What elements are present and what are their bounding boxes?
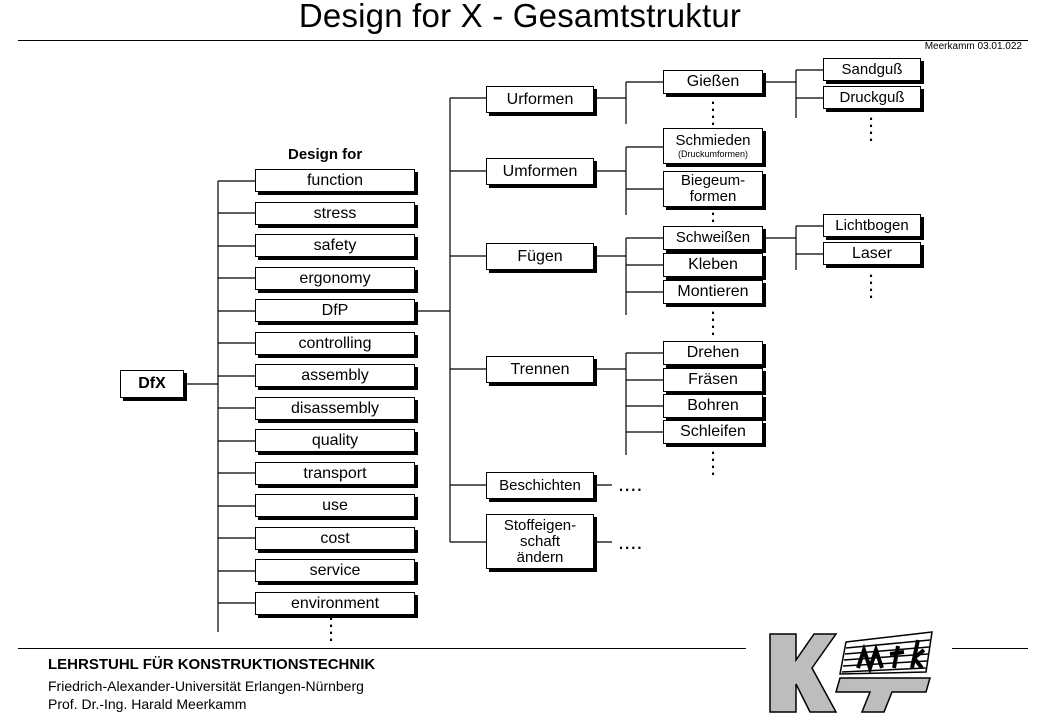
design-for-disassembly: disassembly xyxy=(255,397,415,420)
footer-university: Friedrich-Alexander-Universität Erlangen… xyxy=(48,678,364,694)
design-for-dfp: DfP xyxy=(255,299,415,322)
schmieden-label: Schmieden xyxy=(675,132,751,149)
biegeumformen-line-1: Biegeum- xyxy=(680,172,746,189)
method-drehen: Drehen xyxy=(663,341,763,365)
method-druckguss: Druckguß xyxy=(823,86,921,109)
institute-logo xyxy=(769,631,933,713)
design-for-function: function xyxy=(255,169,415,192)
document-reference: Meerkamm 03.01.022 xyxy=(924,41,1022,52)
method-giessen: Gießen xyxy=(663,70,763,94)
stoffeigenschaft-more-ellipsis: .... xyxy=(618,529,643,554)
method-laser: Laser xyxy=(823,242,921,265)
page-title: Design for X - Gesamtstruktur xyxy=(298,0,742,34)
design-for-heading: Design for xyxy=(288,146,363,163)
biegeumformen-line-2: formen xyxy=(689,188,737,205)
schmieden-note: (Druckumformen) xyxy=(677,149,748,159)
design-for-ergonomy: ergonomy xyxy=(255,267,415,290)
method-fraesen: Fräsen xyxy=(663,368,763,392)
method-bohren: Bohren xyxy=(663,394,763,418)
method-lichtbogen: Lichtbogen xyxy=(823,214,921,237)
method-schmieden: Schmieden (Druckumformen) xyxy=(663,128,763,164)
process-stoffeigenschaft-aendern: Stoffeigen- schaft ändern xyxy=(486,514,594,569)
method-montieren: Montieren xyxy=(663,280,763,304)
design-for-more-ellipsis: ···· xyxy=(327,605,335,651)
dfx-root-box: DfX xyxy=(120,370,184,398)
process-urformen: Urformen xyxy=(486,86,594,113)
footer-chair-name: LEHRSTUHL FÜR KONSTRUKTIONSTECHNIK xyxy=(48,656,376,673)
method-kleben: Kleben xyxy=(663,253,763,277)
design-for-use: use xyxy=(255,494,415,517)
footer-rule-right xyxy=(952,648,1028,649)
footer-professor: Prof. Dr.-Ing. Harald Meerkamm xyxy=(48,696,247,712)
process-fuegen: Fügen xyxy=(486,243,594,270)
design-for-assembly: assembly xyxy=(255,364,415,387)
design-for-safety: safety xyxy=(255,234,415,257)
design-for-transport: transport xyxy=(255,462,415,485)
umformen-more-ellipsis: ·· xyxy=(709,200,717,232)
design-for-controlling: controlling xyxy=(255,332,415,355)
urformen-more-ellipsis: ···· xyxy=(709,89,717,135)
design-for-cost: cost xyxy=(255,527,415,550)
stoffeigenschaft-line-3: ändern xyxy=(516,548,564,566)
design-for-environment: environment xyxy=(255,592,415,615)
design-for-service: service xyxy=(255,559,415,582)
method-schweissen: Schweißen xyxy=(663,226,763,250)
design-for-stress: stress xyxy=(255,202,415,225)
process-beschichten: Beschichten xyxy=(486,472,594,499)
title-rule xyxy=(18,40,1028,41)
schweissen-more-ellipsis: ···· xyxy=(867,262,875,308)
stoffeigenschaft-line-1: Stoffeigen- xyxy=(503,516,577,534)
fuegen-more-ellipsis: ···· xyxy=(709,299,717,345)
footer-rule-left xyxy=(18,648,746,649)
process-umformen: Umformen xyxy=(486,158,594,185)
method-sandguss: Sandguß xyxy=(823,58,921,81)
giessen-more-ellipsis: ···· xyxy=(867,105,875,151)
beschichten-more-ellipsis: .... xyxy=(618,471,643,496)
method-schleifen: Schleifen xyxy=(663,420,763,444)
method-biegeumformen: Biegeum- formen xyxy=(663,171,763,207)
process-trennen: Trennen xyxy=(486,356,594,383)
design-for-quality: quality xyxy=(255,429,415,452)
stoffeigenschaft-line-2: schaft xyxy=(519,532,561,550)
trennen-more-ellipsis: ···· xyxy=(709,439,717,485)
